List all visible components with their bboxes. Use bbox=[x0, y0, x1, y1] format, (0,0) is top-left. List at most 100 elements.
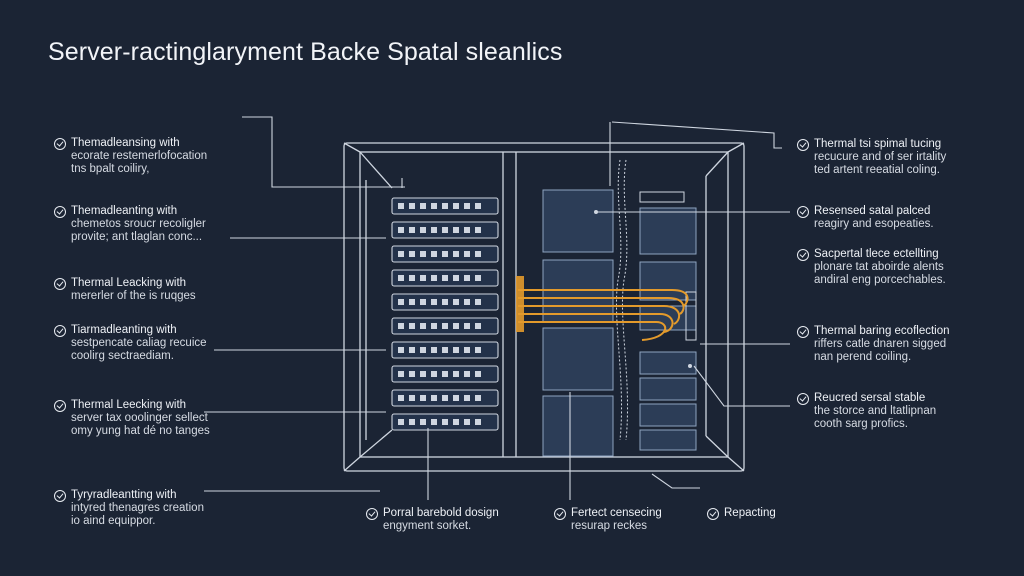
rack-unit-port bbox=[475, 227, 481, 233]
check-circle-icon bbox=[797, 392, 809, 405]
rack-unit-port bbox=[464, 275, 470, 281]
cabinet-inner bbox=[359, 151, 729, 458]
rack-unit-port bbox=[453, 347, 459, 353]
check-circle-icon bbox=[54, 205, 66, 218]
storage-panel bbox=[639, 377, 697, 401]
rack-unit-port bbox=[475, 323, 481, 329]
storage-panel bbox=[639, 207, 697, 255]
rack-unit-port bbox=[398, 323, 404, 329]
rack-unit-port bbox=[398, 203, 404, 209]
bottom-annotation-1: Porral barebold dosign engyment sorket. bbox=[366, 507, 499, 533]
rack-unit-port bbox=[420, 299, 426, 305]
rack-unit-port bbox=[420, 395, 426, 401]
rack-unit-port bbox=[431, 275, 437, 281]
rack-unit-port bbox=[442, 275, 448, 281]
rack-unit-port bbox=[420, 275, 426, 281]
rack-unit-port bbox=[442, 371, 448, 377]
rack-unit-port bbox=[420, 323, 426, 329]
rack-unit-port bbox=[475, 251, 481, 257]
bottom-annotation-3: Repacting bbox=[707, 507, 776, 520]
rack-unit-port bbox=[464, 371, 470, 377]
check-circle-icon bbox=[554, 507, 566, 520]
storage-panel bbox=[639, 261, 697, 301]
rack-unit-port bbox=[431, 395, 437, 401]
check-circle-icon bbox=[366, 507, 378, 520]
rack-unit-port bbox=[464, 251, 470, 257]
rack-unit-port bbox=[453, 323, 459, 329]
right-annotation-1: Thermal tsi spimal tucing recucure and o… bbox=[797, 138, 946, 177]
rack-unit-port bbox=[464, 395, 470, 401]
rack-unit-port bbox=[409, 347, 415, 353]
check-circle-icon bbox=[797, 248, 809, 261]
rack-unit-port bbox=[398, 395, 404, 401]
rack-unit-port bbox=[431, 251, 437, 257]
rack-unit-port bbox=[442, 395, 448, 401]
rack-unit-port bbox=[442, 203, 448, 209]
rack-unit-port bbox=[442, 419, 448, 425]
right-annotation-3: Sacpertal tlece ectellting plonare tat a… bbox=[797, 248, 946, 287]
check-circle-icon bbox=[54, 324, 66, 337]
rack-unit-port bbox=[453, 299, 459, 305]
left-annotation-5: Thermal Leecking with server tax oooling… bbox=[54, 399, 210, 438]
rack-unit-port bbox=[409, 227, 415, 233]
rack-unit-port bbox=[442, 347, 448, 353]
check-circle-icon bbox=[797, 325, 809, 338]
rack-unit-port bbox=[464, 203, 470, 209]
check-circle-icon bbox=[797, 205, 809, 218]
check-circle-icon bbox=[54, 489, 66, 502]
check-circle-icon bbox=[54, 399, 66, 412]
rack-unit-port bbox=[442, 323, 448, 329]
rack-unit-port bbox=[398, 275, 404, 281]
check-circle-icon bbox=[797, 138, 809, 151]
rack-unit-port bbox=[475, 395, 481, 401]
bottom-annotation-2: Fertect censecing resurap reckes bbox=[554, 507, 662, 533]
rack-unit-port bbox=[431, 203, 437, 209]
rack-unit-port bbox=[431, 419, 437, 425]
right-annotation-5: Reucred sersal stable the storce and lta… bbox=[797, 392, 936, 431]
storage-panel bbox=[639, 429, 697, 451]
rack-unit-port bbox=[431, 299, 437, 305]
rack-unit-port bbox=[442, 227, 448, 233]
rack-unit-port bbox=[475, 299, 481, 305]
rack-unit-port bbox=[420, 347, 426, 353]
rack-unit-port bbox=[453, 203, 459, 209]
rack-unit-port bbox=[398, 419, 404, 425]
rack-unit-port bbox=[475, 203, 481, 209]
rack-unit-port bbox=[431, 347, 437, 353]
left-annotation-6: Tyryradleantting with intyred thenagres … bbox=[54, 489, 204, 528]
rack-unit-port bbox=[409, 371, 415, 377]
rack-unit-port bbox=[420, 371, 426, 377]
rack-unit-port bbox=[420, 203, 426, 209]
check-circle-icon bbox=[707, 507, 719, 520]
left-annotation-1: Themadleansing with ecorate restemerlofo… bbox=[54, 137, 207, 176]
cable-chain bbox=[616, 159, 622, 441]
rack-unit-port bbox=[453, 251, 459, 257]
diagram-title: Server-ractinglaryment Backe Spatal slea… bbox=[48, 38, 563, 66]
rack-unit-port bbox=[409, 419, 415, 425]
rack-unit-port bbox=[464, 227, 470, 233]
storage-panel bbox=[542, 327, 614, 391]
rack-unit-port bbox=[409, 203, 415, 209]
rack-unit-port bbox=[464, 323, 470, 329]
rack-unit-port bbox=[431, 227, 437, 233]
rack-unit-port bbox=[475, 275, 481, 281]
left-annotation-4: Tiarmadleanting with sestpencate caliag … bbox=[54, 324, 207, 363]
rack-unit-port bbox=[464, 347, 470, 353]
left-annotation-2: Themadleanting with chemetos sroucr reco… bbox=[54, 205, 206, 244]
rack-unit-port bbox=[398, 299, 404, 305]
rack-unit-port bbox=[464, 299, 470, 305]
rack-unit-port bbox=[475, 347, 481, 353]
rack-unit-port bbox=[431, 323, 437, 329]
rack-unit-port bbox=[420, 251, 426, 257]
storage-panel bbox=[639, 305, 697, 331]
rack-unit-port bbox=[453, 227, 459, 233]
storage-panel bbox=[542, 395, 614, 457]
rack-unit-port bbox=[409, 299, 415, 305]
rack-unit-port bbox=[453, 395, 459, 401]
rack-unit-port bbox=[409, 251, 415, 257]
rack-unit-port bbox=[398, 347, 404, 353]
rack-unit-port bbox=[420, 419, 426, 425]
rack-unit-port bbox=[475, 419, 481, 425]
rack-unit-port bbox=[442, 251, 448, 257]
